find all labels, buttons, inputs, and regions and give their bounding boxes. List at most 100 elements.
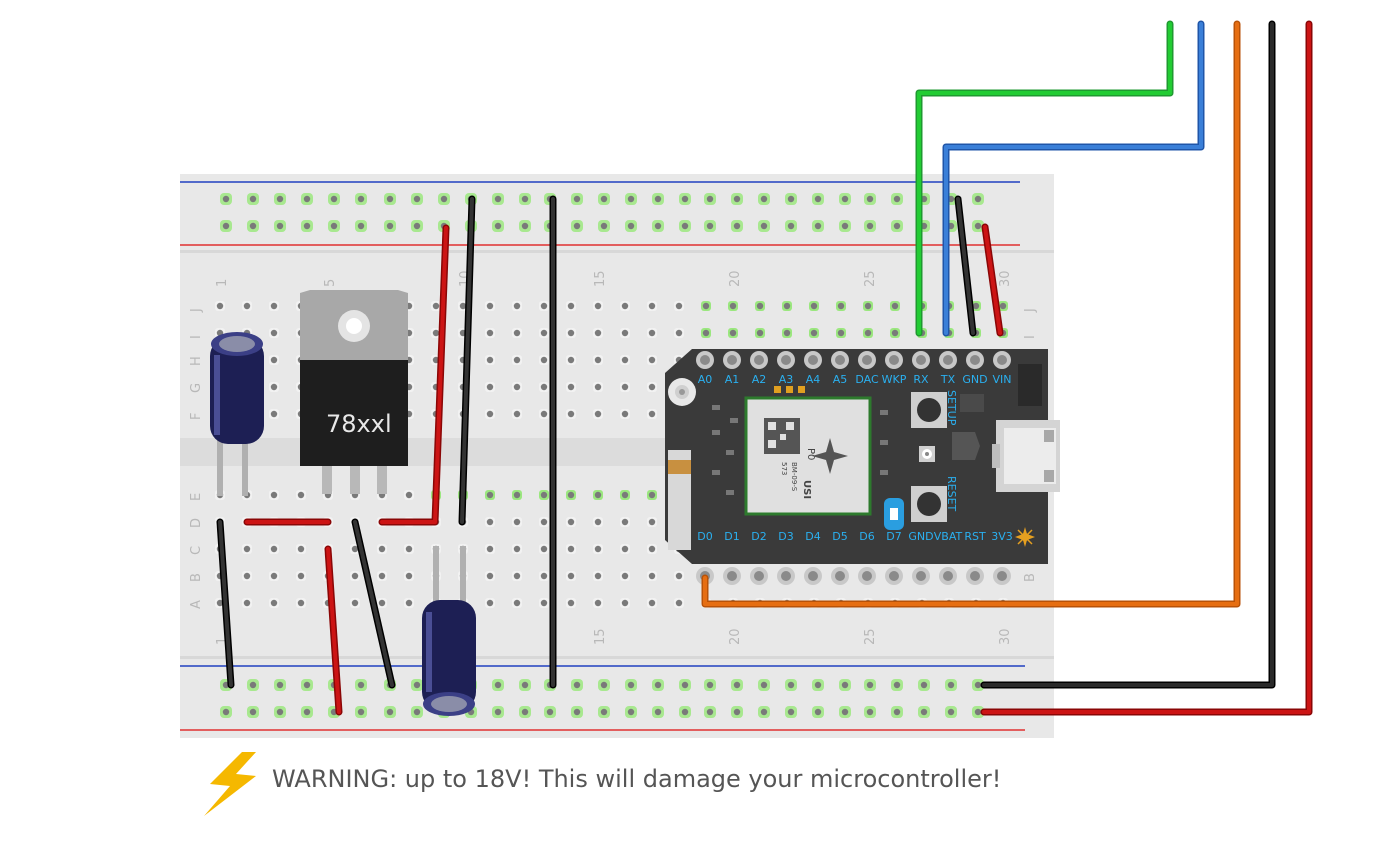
rail-hole [864,679,876,691]
top-pin-label: A1 [725,373,740,386]
header-pin [966,567,984,585]
breadboard-hole [593,355,603,365]
breadboard-hole [296,490,306,500]
rail-hole [731,193,743,205]
breadboard-hole [620,382,630,392]
breadboard-hole [755,301,765,311]
breadboard-hole [539,598,549,608]
breadboard-hole [512,328,522,338]
top-pin-label: A3 [779,373,794,386]
breadboard-hole [512,598,522,608]
breadboard-hole [620,598,630,608]
rail-hole [758,679,770,691]
rail-hole [812,220,824,232]
header-pin [723,351,741,369]
rail-hole [679,706,691,718]
breadboard-hole [269,598,279,608]
top-pin-label: RX [913,373,929,386]
breadboard-hole [593,490,603,500]
row-letter-H: H [189,356,204,366]
rail-hole [247,679,259,691]
breadboard-hole [809,328,819,338]
top-pin-label: DAC [855,373,879,386]
rail-hole [864,220,876,232]
row-letter-B-right: B [1023,573,1038,582]
rail-hole [598,220,610,232]
breadboard-hole [539,544,549,554]
rail-hole [411,193,423,205]
header-pin [750,567,768,585]
rail-hole [704,706,716,718]
rail-hole [731,220,743,232]
wifi-module [746,398,870,514]
breadboard-hole [620,328,630,338]
rail-hole [492,679,504,691]
breadboard-hole [404,598,414,608]
particle-star-icon [812,438,848,474]
rail-hole [625,706,637,718]
bottom-pin-label: D2 [751,530,766,543]
breadboard-hole [566,328,576,338]
breadboard-hole [647,490,657,500]
rail-hole [571,220,583,232]
rail-hole [355,220,367,232]
bottom-pin-label: D5 [832,530,847,543]
breadboard-hole [620,355,630,365]
rail-hole [384,220,396,232]
breadboard-hole [566,409,576,419]
rail-hole [355,679,367,691]
breadboard-hole [485,355,495,365]
rail-hole [355,706,367,718]
column-number-20-top: 20 [728,270,743,287]
microcontroller-header-pins [696,351,1011,585]
breadboard-hole [647,409,657,419]
breadboard-hole [593,301,603,311]
top-pin-label: A2 [752,373,767,386]
breadboard-hole [593,571,603,581]
breadboard-hole [485,571,495,581]
rail-hole [839,193,851,205]
breadboard-hole [593,544,603,554]
breadboard-hole [620,301,630,311]
breadboard-hole [269,409,279,419]
rail-hole [652,193,664,205]
breadboard-hole [269,355,279,365]
breadboard-hole [674,598,684,608]
rail-hole [571,706,583,718]
breadboard-hole [485,301,495,311]
breadboard-hole [620,517,630,527]
column-number-5-top: 5 [323,279,338,287]
breadboard-hole [296,544,306,554]
breadboard-hole [242,571,252,581]
breadboard-hole [377,544,387,554]
breadboard-hole [485,382,495,392]
rail-hole [891,679,903,691]
rail-hole [972,706,984,718]
top-pin-label: A4 [806,373,821,386]
header-pin [858,351,876,369]
rail-hole [492,193,504,205]
breadboard-hole [404,490,414,500]
column-number-25-top: 25 [863,270,878,287]
module-text-usi: USI [801,480,812,499]
rail-hole [864,706,876,718]
header-pin [831,567,849,585]
rail-hole [247,706,259,718]
breadboard-hole [350,598,360,608]
rail-hole [301,706,313,718]
rail-hole [328,220,340,232]
header-pin [993,567,1011,585]
lightning-bolt-icon [204,752,256,816]
rail-hole [571,193,583,205]
breadboard-hole [566,355,576,365]
breadboard-hole [566,598,576,608]
rail-hole [785,220,797,232]
breadboard-hole [296,571,306,581]
breadboard-hole [485,544,495,554]
rail-hole [411,706,423,718]
breadboard-hole [593,598,603,608]
breadboard-hole [566,490,576,500]
breadboard-hole [566,544,576,554]
header-pin [831,351,849,369]
breadboard-hole [512,355,522,365]
